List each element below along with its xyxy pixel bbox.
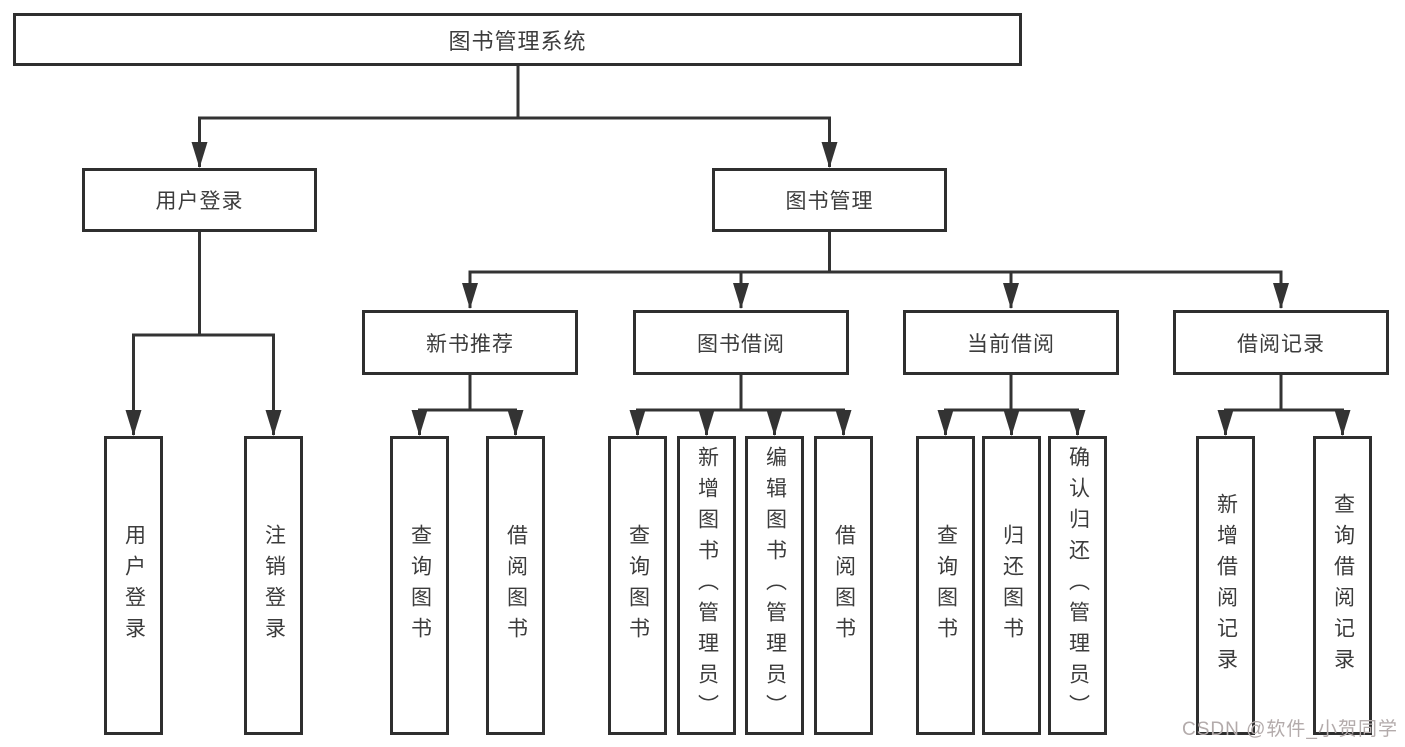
node-root-library-system: 图书管理系统 <box>13 13 1022 66</box>
leaf-add-books-admin: 新增图书（管理员） <box>677 436 736 735</box>
node-borrowing-records: 借阅记录 <box>1173 310 1389 375</box>
connector-user-login-split <box>125 232 282 436</box>
csdn-watermark: CSDN @软件_小贺同学 <box>1182 719 1398 740</box>
leaf-edit-books-admin: 编辑图书（管理员） <box>745 436 804 735</box>
leaf-borrow-books-recommend: 借阅图书 <box>486 436 545 735</box>
node-user-login: 用户登录 <box>82 168 317 232</box>
connector-root-split <box>191 66 838 168</box>
node-current-borrowing: 当前借阅 <box>903 310 1119 375</box>
connector-borrow-records-split <box>1217 375 1351 436</box>
leaf-logout: 注销登录 <box>244 436 303 735</box>
leaf-query-books-borrow: 查询图书 <box>608 436 667 735</box>
node-new-book-recommendation: 新书推荐 <box>362 310 578 375</box>
leaf-borrow-books: 借阅图书 <box>814 436 873 735</box>
leaf-query-books-recommend: 查询图书 <box>390 436 449 735</box>
connector-new-book-split <box>411 375 524 436</box>
connector-book-borrow-split <box>629 375 852 436</box>
node-book-borrowing: 图书借阅 <box>633 310 849 375</box>
leaf-add-borrow-record: 新增借阅记录 <box>1196 436 1255 735</box>
connector-book-management-split <box>462 232 1289 309</box>
leaf-return-books: 归还图书 <box>982 436 1041 735</box>
leaf-confirm-return-admin: 确认归还（管理员） <box>1048 436 1107 735</box>
leaf-query-borrow-record: 查询借阅记录 <box>1313 436 1372 735</box>
node-book-management: 图书管理 <box>712 168 947 232</box>
connector-current-borrow-split <box>937 375 1086 436</box>
leaf-query-books-current: 查询图书 <box>916 436 975 735</box>
leaf-user-login: 用户登录 <box>104 436 163 735</box>
